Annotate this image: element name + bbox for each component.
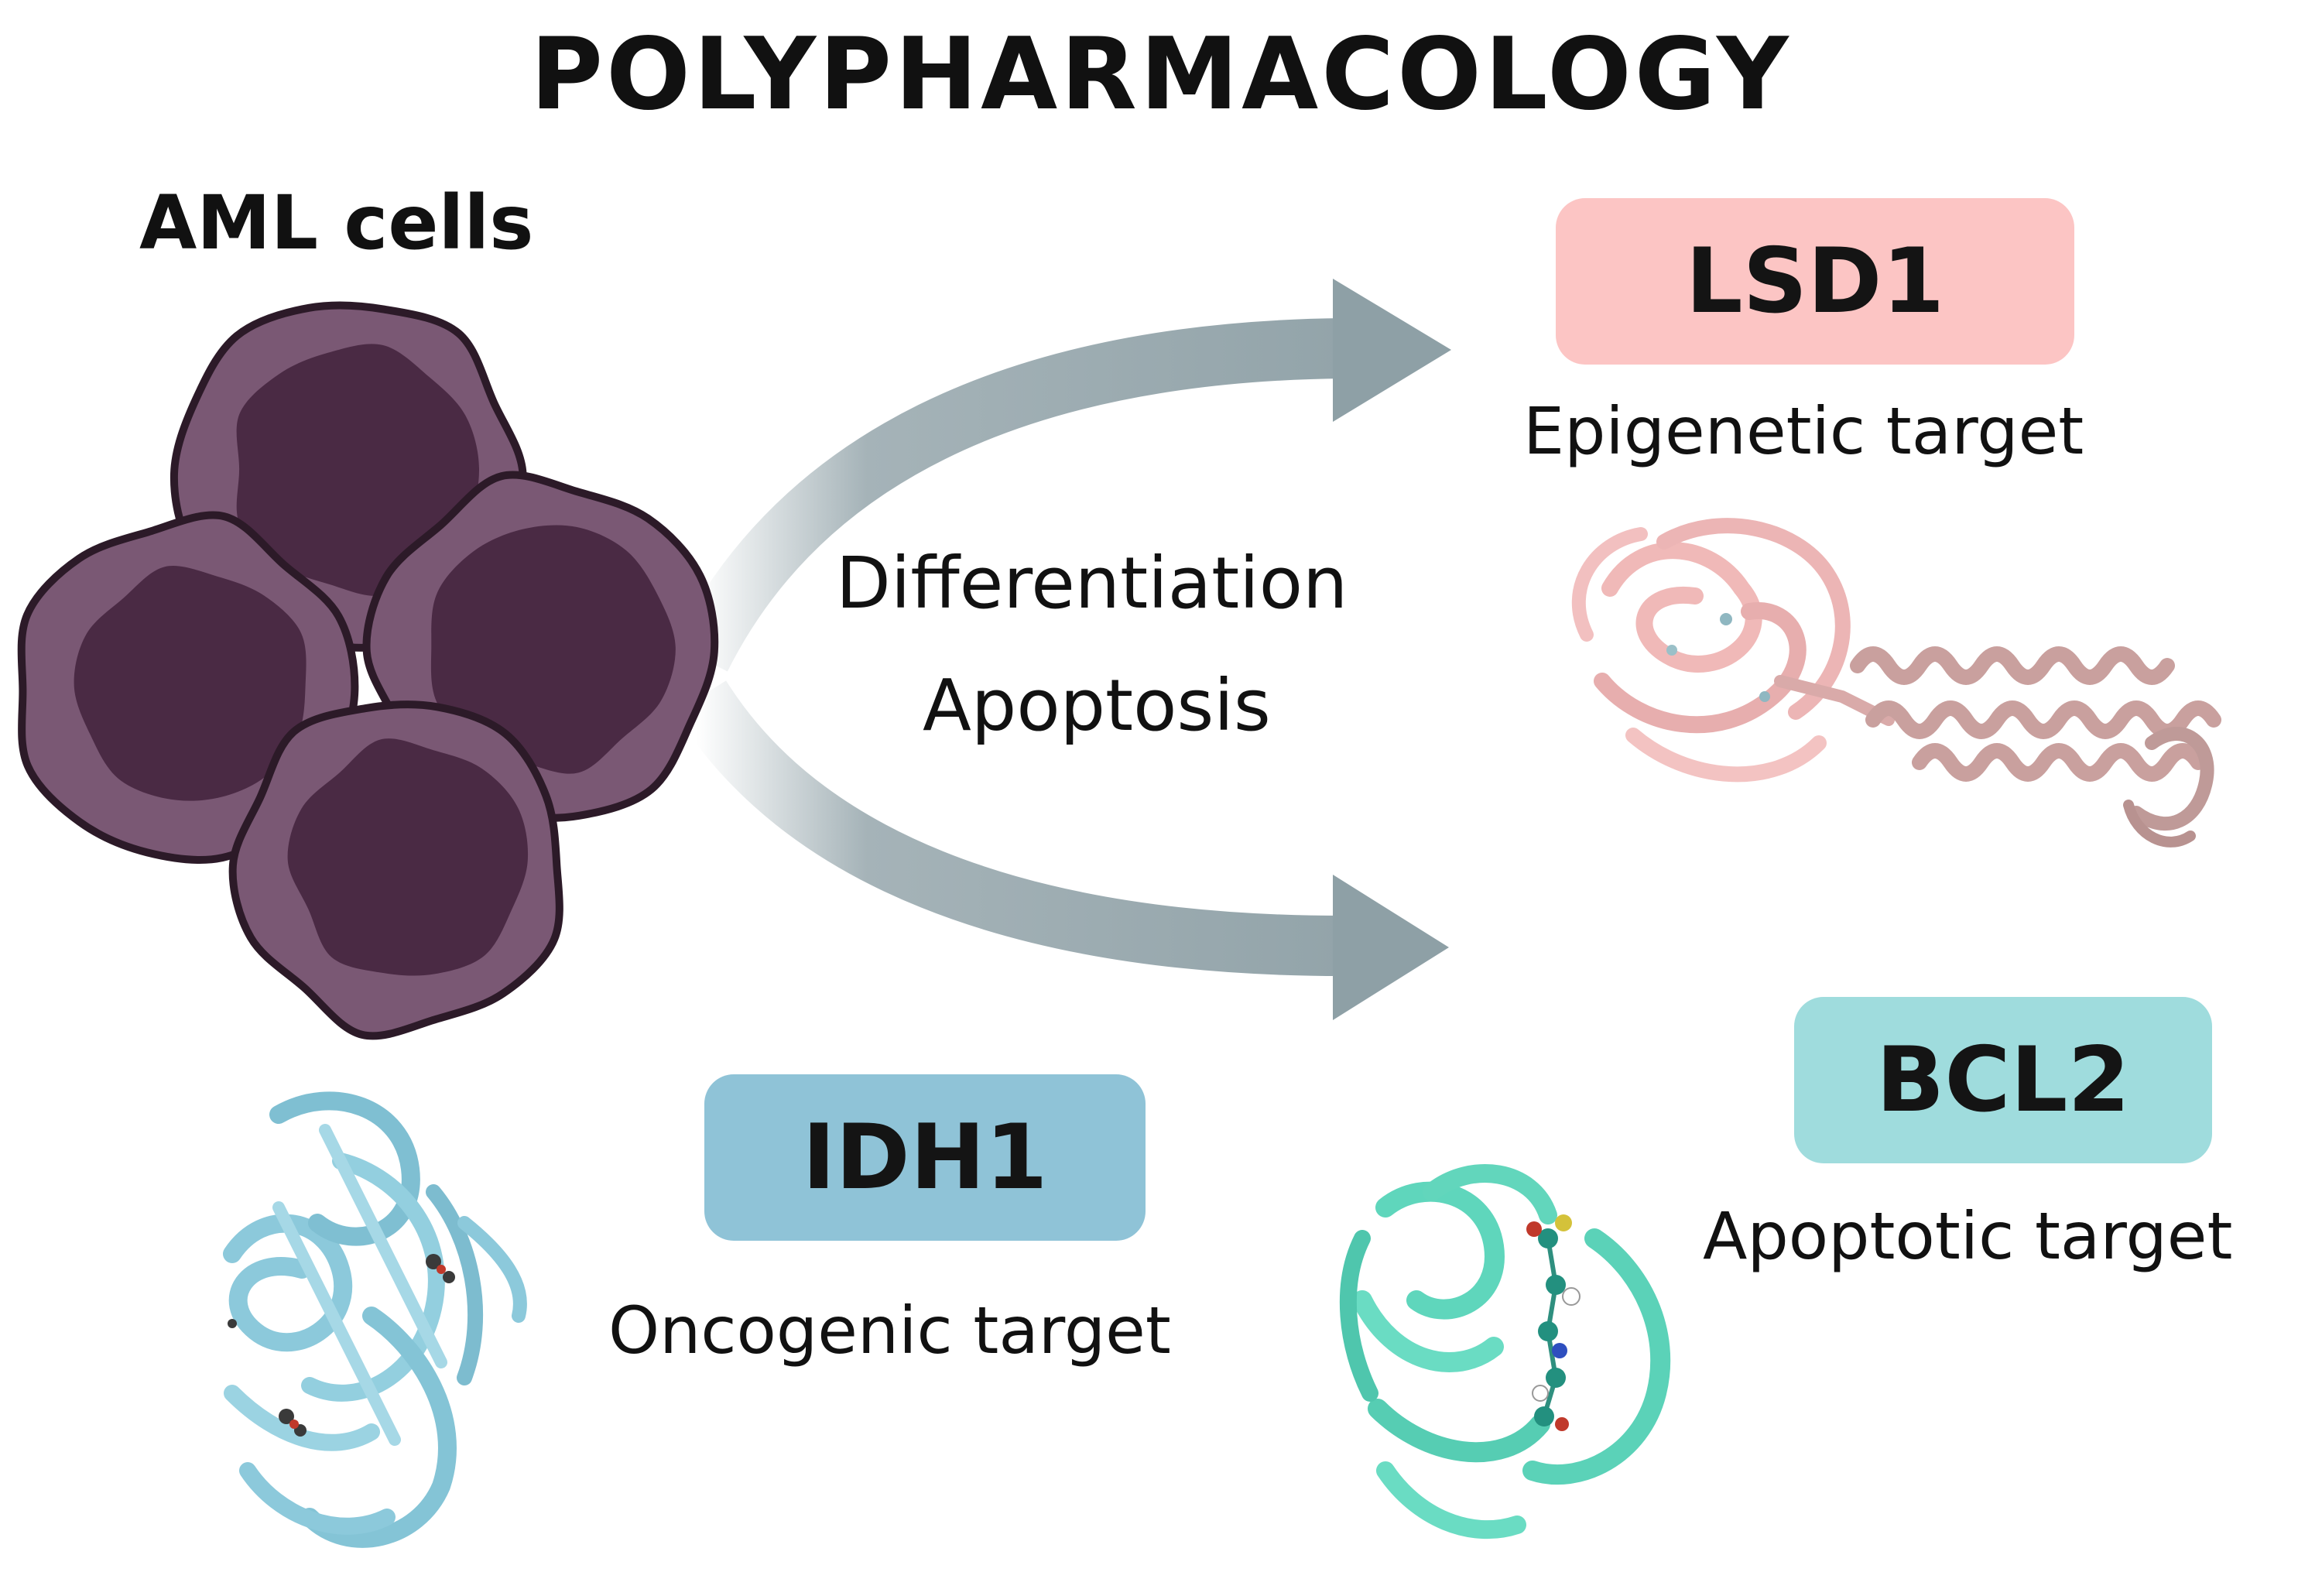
lsd1-protein-structure: [1571, 518, 2221, 848]
bcl2-badge: BCL2: [1794, 997, 2212, 1163]
idh1-name: IDH1: [802, 1105, 1048, 1210]
diagram-title: POLYPHARMACOLOGY: [530, 17, 1792, 132]
aml-cells-label: AML cells: [139, 180, 534, 266]
bcl2-role: Apoptotic target: [1703, 1198, 2233, 1274]
bcl2-name: BCL2: [1875, 1028, 2131, 1132]
lsd1-name: LSD1: [1685, 229, 1945, 334]
cell-nucleus: [430, 525, 676, 774]
idh1-badge: IDH1: [704, 1074, 1146, 1241]
bcl2-protein-structure: [1339, 1164, 1671, 1539]
upper-arrow: [673, 279, 1451, 672]
idh1-role: Oncogenic target: [608, 1293, 1171, 1368]
idh1-protein-structure: [223, 1091, 527, 1548]
lsd1-role: Epigenetic target: [1523, 393, 2084, 469]
aml-cell-cluster: [17, 301, 719, 1040]
lower-arrow: [674, 680, 1449, 1020]
lsd1-badge: LSD1: [1556, 198, 2074, 365]
differentiation-label: Differentiation: [836, 542, 1348, 625]
cell-nucleus: [287, 738, 529, 976]
cell-nucleus: [74, 566, 307, 801]
cell-nucleus: [236, 344, 480, 596]
apoptosis-label: Apoptosis: [923, 664, 1271, 747]
aml-cell-bottom: [228, 700, 563, 1040]
